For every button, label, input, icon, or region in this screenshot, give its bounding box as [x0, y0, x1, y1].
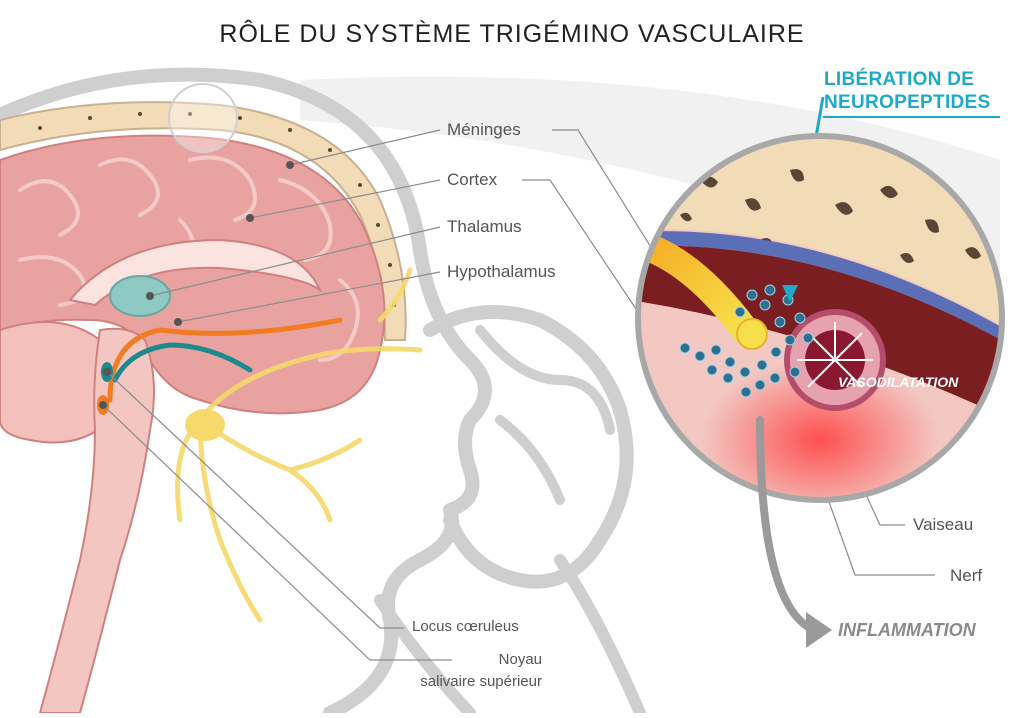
orange-pathway [107, 317, 343, 403]
trigeminal-nerve [175, 267, 423, 623]
inflammation-arrowhead [806, 612, 832, 648]
accent-arrowhead [782, 285, 798, 302]
corpus-callosum [68, 238, 323, 307]
skull-pores [38, 112, 396, 307]
label-noyau-line2: salivaire supérieur [420, 673, 542, 690]
label-thalamus: Thalamus [447, 217, 522, 236]
page-title: RÔLE DU SYSTÈME TRIGÉMINO VASCULAIRE [219, 20, 805, 48]
background-swoosh [300, 76, 1000, 301]
callout-vasodilatation: VASODILATATION [838, 374, 959, 390]
zoom-inset [638, 136, 1002, 500]
skull-band [0, 101, 407, 341]
label-meninges: Méninges [447, 120, 521, 139]
brain-cortex [0, 134, 386, 415]
callout-inflammation: INFLAMMATION [838, 620, 976, 640]
teal-pathway [112, 342, 253, 383]
head-outline [0, 67, 646, 718]
label-vaisseau: Vaiseau [913, 515, 974, 534]
label-locus-coeruleus: Locus cœruleus [412, 618, 519, 635]
callout-liberation-line1: LIBÉRATION DE [824, 69, 975, 90]
magnify-spot [168, 83, 238, 153]
label-hypothalamus: Hypothalamus [447, 262, 556, 281]
brainstem [38, 327, 155, 714]
zoom-ring [635, 133, 1005, 503]
inflammation-arrow [756, 416, 814, 632]
label-nerf: Nerf [950, 566, 983, 585]
thalamus-shape [109, 275, 171, 317]
label-cortex: Cortex [447, 170, 498, 189]
callout-liberation-line2: NEUROPEPTIDES [824, 92, 991, 113]
label-noyau-line1: Noyau [498, 651, 542, 668]
trigeminal-ganglion [185, 409, 225, 441]
